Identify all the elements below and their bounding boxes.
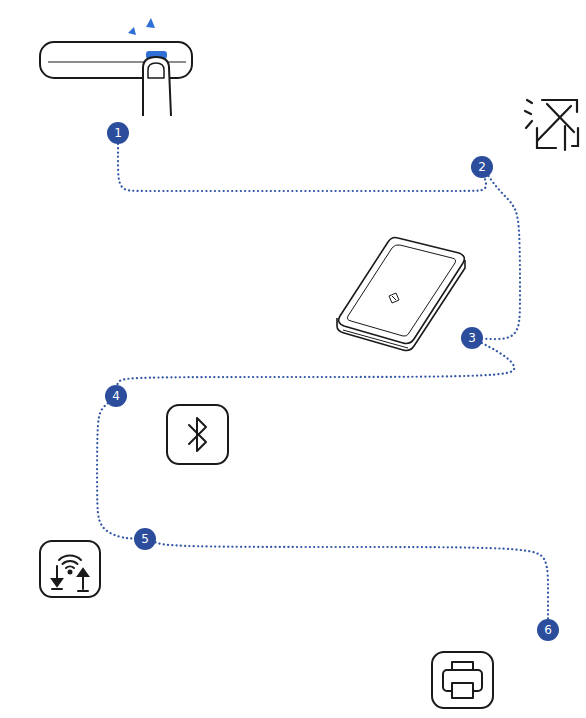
reader-device bbox=[337, 238, 465, 351]
step-circle: 1 bbox=[107, 122, 129, 144]
step-circle: 3 bbox=[461, 327, 483, 349]
dotted-path bbox=[97, 403, 134, 538]
dotted-path bbox=[117, 343, 514, 385]
step-number: 2 bbox=[478, 161, 486, 173]
step-circle: 2 bbox=[471, 156, 493, 178]
dotted-path bbox=[483, 176, 520, 339]
step-number: 6 bbox=[544, 624, 552, 636]
step-circle: 4 bbox=[105, 385, 127, 407]
step-circle: 6 bbox=[537, 619, 559, 641]
device-button-press bbox=[40, 18, 192, 116]
step-number: 3 bbox=[468, 332, 476, 344]
character-icon bbox=[525, 100, 578, 150]
dotted-path bbox=[155, 542, 548, 619]
printer-icon bbox=[432, 652, 493, 708]
dotted-path bbox=[118, 144, 486, 191]
step-number: 4 bbox=[112, 390, 120, 402]
step-circle: 5 bbox=[134, 528, 156, 550]
bluetooth-icon bbox=[167, 405, 228, 464]
step-number: 5 bbox=[141, 533, 149, 545]
wifi-transfer-icon bbox=[40, 541, 100, 597]
step-number: 1 bbox=[114, 127, 122, 139]
